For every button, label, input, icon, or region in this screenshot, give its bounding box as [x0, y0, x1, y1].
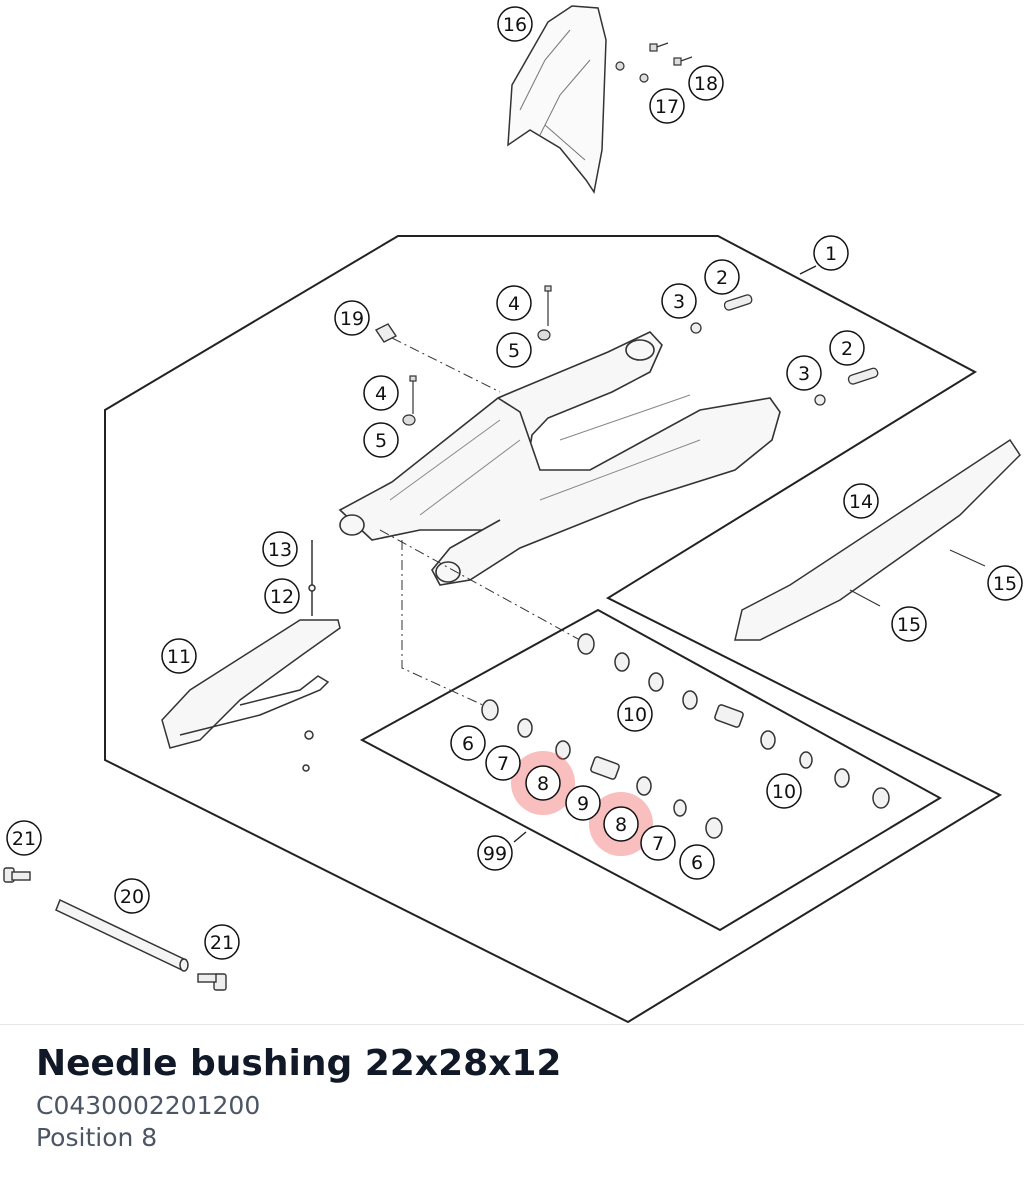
callout-1[interactable]: 1 — [813, 235, 849, 271]
svg-text:20: 20 — [120, 886, 144, 908]
part-position: Position 8 — [36, 1123, 158, 1152]
svg-text:2: 2 — [841, 338, 853, 360]
svg-text:8: 8 — [615, 814, 627, 836]
callout-13[interactable]: 13 — [262, 531, 298, 567]
exploded-parts-diagram: 16 18 17 1 2 3 2 3 4 5 19 4 5 14 15 15 1… — [3, 5, 1023, 1024]
svg-text:6: 6 — [691, 852, 703, 874]
svg-text:21: 21 — [12, 828, 36, 850]
callout-11[interactable]: 11 — [161, 638, 197, 674]
swingarm-part — [338, 331, 781, 586]
svg-text:10: 10 — [772, 781, 796, 803]
chain-guard-part — [507, 5, 607, 194]
svg-text:3: 3 — [798, 363, 810, 385]
callout-3b[interactable]: 3 — [786, 355, 822, 391]
axis-line-pivot-a — [379, 529, 581, 641]
svg-text:2: 2 — [716, 267, 728, 289]
bearing-kit-outline — [359, 608, 943, 932]
callout-21a[interactable]: 21 — [6, 820, 42, 856]
axis-line-19 — [391, 337, 501, 393]
callouts: 16 18 17 1 2 3 2 3 4 5 19 4 5 14 15 15 1… — [6, 6, 1023, 960]
callout-2a[interactable]: 2 — [704, 259, 740, 295]
bushing-19-part — [374, 323, 398, 343]
callout-6b[interactable]: 6 — [679, 844, 715, 880]
svg-text:12: 12 — [270, 586, 294, 608]
svg-text:4: 4 — [508, 293, 520, 315]
axle-bolts — [3, 867, 227, 991]
callout-6a[interactable]: 6 — [450, 725, 486, 761]
swingarm-group-outline — [104, 235, 1003, 1024]
callout-9[interactable]: 9 — [565, 785, 601, 821]
svg-text:7: 7 — [497, 753, 509, 775]
callout-16[interactable]: 16 — [497, 6, 533, 42]
svg-text:9: 9 — [577, 793, 589, 815]
svg-text:99: 99 — [483, 843, 507, 865]
svg-text:15: 15 — [897, 614, 921, 636]
svg-text:14: 14 — [849, 491, 873, 513]
callout-3a[interactable]: 3 — [661, 283, 697, 319]
callout-7a[interactable]: 7 — [485, 745, 521, 781]
svg-text:11: 11 — [167, 646, 191, 668]
callout-20[interactable]: 20 — [114, 878, 150, 914]
pins-and-nuts — [690, 294, 879, 406]
callout-8b[interactable]: 8 — [603, 806, 639, 842]
axis-line-pivot-b — [401, 540, 486, 707]
callout-8a[interactable]: 8 — [525, 765, 561, 801]
callout-4a[interactable]: 4 — [496, 285, 532, 321]
divider — [0, 1024, 1024, 1025]
callout-7b[interactable]: 7 — [640, 825, 676, 861]
bearing-kit-parts — [481, 633, 890, 839]
callout-19[interactable]: 19 — [334, 300, 370, 336]
svg-text:15: 15 — [993, 573, 1017, 595]
swingarm-axle-part — [55, 898, 189, 972]
svg-text:4: 4 — [375, 383, 387, 405]
svg-text:8: 8 — [537, 773, 549, 795]
clip-hardware — [402, 285, 552, 426]
callout-10a[interactable]: 10 — [617, 696, 653, 732]
svg-text:1: 1 — [825, 243, 837, 265]
svg-text:6: 6 — [462, 733, 474, 755]
callout-14[interactable]: 14 — [843, 483, 879, 519]
svg-text:17: 17 — [655, 96, 679, 118]
callout-10b[interactable]: 10 — [766, 773, 802, 809]
svg-text:13: 13 — [268, 539, 292, 561]
callout-15a[interactable]: 15 — [987, 565, 1023, 601]
chain-slider-part — [161, 540, 341, 772]
part-name: Needle bushing 22x28x12 — [36, 1043, 562, 1084]
callout-17[interactable]: 17 — [649, 88, 685, 124]
svg-text:21: 21 — [210, 932, 234, 954]
svg-text:3: 3 — [673, 291, 685, 313]
svg-text:19: 19 — [340, 308, 364, 330]
svg-text:5: 5 — [375, 430, 387, 452]
callout-5a[interactable]: 5 — [496, 332, 532, 368]
callout-15b[interactable]: 15 — [891, 606, 927, 642]
callout-2b[interactable]: 2 — [829, 330, 865, 366]
callout-99[interactable]: 99 — [477, 835, 513, 871]
svg-text:7: 7 — [652, 833, 664, 855]
guard-screws — [615, 42, 693, 83]
part-info-panel: Needle bushing 22x28x12 C0430002201200 P… — [36, 1040, 561, 1154]
callout-12[interactable]: 12 — [264, 578, 300, 614]
leader-lines — [513, 265, 817, 843]
svg-text:10: 10 — [623, 704, 647, 726]
callout-18[interactable]: 18 — [688, 65, 724, 101]
callout-21b[interactable]: 21 — [204, 924, 240, 960]
svg-text:16: 16 — [503, 14, 527, 36]
callout-5b[interactable]: 5 — [363, 422, 399, 458]
svg-text:18: 18 — [694, 73, 718, 95]
chain-guide-part — [734, 438, 1021, 641]
svg-text:5: 5 — [508, 340, 520, 362]
part-code: C0430002201200 — [36, 1091, 261, 1120]
callout-4b[interactable]: 4 — [363, 375, 399, 411]
